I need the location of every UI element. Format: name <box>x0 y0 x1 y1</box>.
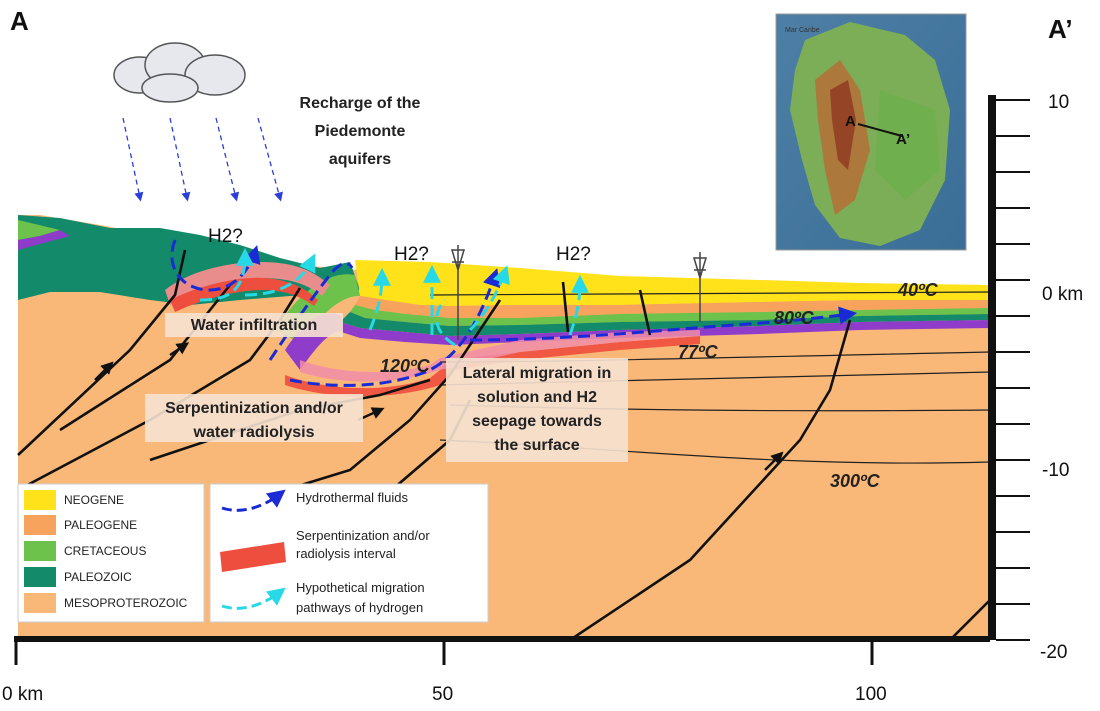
neogene-unit <box>355 260 990 306</box>
unit-legend: NEOGENE PALEOGENE CRETACEOUS PALEOZOIC M… <box>17 483 205 623</box>
distance-axis: 0 km 50 100 <box>2 636 990 705</box>
pink-halo-center <box>300 330 700 382</box>
recharge-label-2: Piedemonte <box>315 123 406 140</box>
legend-hydrothermal-label: Hydrothermal fluids <box>296 490 408 505</box>
cretaceous-unit <box>350 305 990 326</box>
distance-label-50: 50 <box>432 684 453 705</box>
h2-right-label: H2? <box>556 244 591 265</box>
legend-swatch-neogene <box>24 490 56 510</box>
recharge-label-3: aquifers <box>329 151 391 168</box>
callouts: Recharge of the Piedemonte aquifers Wate… <box>10 6 1073 491</box>
depth-label-minus10: -10 <box>1042 460 1069 481</box>
distance-label-0: 0 km <box>2 684 43 705</box>
recharge-label-1: Recharge of the <box>300 95 421 112</box>
lateral-label-3: seepage towards <box>472 413 602 430</box>
radiolysis-band-left <box>170 277 318 312</box>
depth-label-10: 10 <box>1048 92 1069 113</box>
legend-label-cretaceous: CRETACEOUS <box>64 544 146 558</box>
legend-radiolysis-icon <box>220 542 286 572</box>
serpentinization-label-2: water radiolysis <box>193 424 315 441</box>
radiolysis-band-center <box>285 336 700 397</box>
legend-label-paleogene: PALEOGENE <box>64 518 137 532</box>
legend-serp-label-1: Serpentinization and/or <box>296 528 430 543</box>
map-label-a: A <box>845 113 856 130</box>
depth-axis: 10 0 km -10 -20 <box>988 92 1083 663</box>
distance-label-100: 100 <box>855 684 887 705</box>
lateral-migration-box <box>446 358 628 462</box>
purple-band-left <box>18 230 70 250</box>
well-right <box>692 252 708 322</box>
temp-300-label: 300ºC <box>830 471 881 491</box>
temp-120-label: 120ºC <box>380 356 431 376</box>
map-sea-label: Mar Caribe <box>785 27 820 34</box>
depth-label-minus20: -20 <box>1040 642 1067 663</box>
paleozoic-band-mid <box>340 312 990 336</box>
legend-hydrothermal-icon <box>221 489 286 512</box>
legend-serp-label-2: radiolysis interval <box>296 546 396 561</box>
h2-left-label: H2? <box>208 226 243 247</box>
map-section-line <box>857 123 903 137</box>
water-infiltration-label: Water infiltration <box>191 317 318 334</box>
water-infiltration-box <box>165 313 343 337</box>
lateral-label-1: Lateral migration in <box>463 365 611 382</box>
legend-swatch-paleogene <box>24 515 56 535</box>
legend-swatch-cretaceous <box>24 541 56 561</box>
paleogene-unit <box>355 296 990 318</box>
legend-swatch-paleozoic <box>24 567 56 587</box>
legend-label-mesoproterozoic: MESOPROTEROZOIC <box>64 596 188 610</box>
legend-migration-label-2: pathways of hydrogen <box>296 600 423 615</box>
h2-mid-label: H2? <box>394 244 429 265</box>
rain-cloud-icon <box>113 42 246 103</box>
section-start-label: A <box>10 6 29 36</box>
legend-migration-icon <box>221 587 286 610</box>
lateral-label-4: the surface <box>494 437 579 454</box>
legend-label-neogene: NEOGENE <box>64 493 124 507</box>
temp-40-label: 40ºC <box>897 280 939 300</box>
section-end-label: A’ <box>1048 14 1073 44</box>
well-left <box>450 245 466 340</box>
map-label-a-prime: A’ <box>896 131 910 148</box>
legend-label-paleozoic: PALEOZOIC <box>64 570 132 584</box>
symbol-legend: Hydrothermal fluids Serpentinization and… <box>209 483 489 623</box>
legend-swatch-mesoproterozoic <box>24 593 56 613</box>
lateral-label-2: solution and H2 <box>477 389 597 406</box>
inset-map: Mar Caribe A A’ <box>775 13 967 251</box>
rain-arrows <box>122 117 283 202</box>
depth-label-0: 0 km <box>1042 284 1083 305</box>
cretaceous-unit-left <box>18 220 60 240</box>
temp-77-label: 77ºC <box>678 342 719 362</box>
left-anticline-band <box>165 262 330 305</box>
serpentinization-box <box>145 394 363 442</box>
migration-arrows <box>199 247 589 347</box>
legend-migration-label-1: Hypothetical migration <box>296 580 425 595</box>
serpentinization-label-1: Serpentinization and/or <box>165 400 343 417</box>
temp-80-label: 80ºC <box>774 308 815 328</box>
